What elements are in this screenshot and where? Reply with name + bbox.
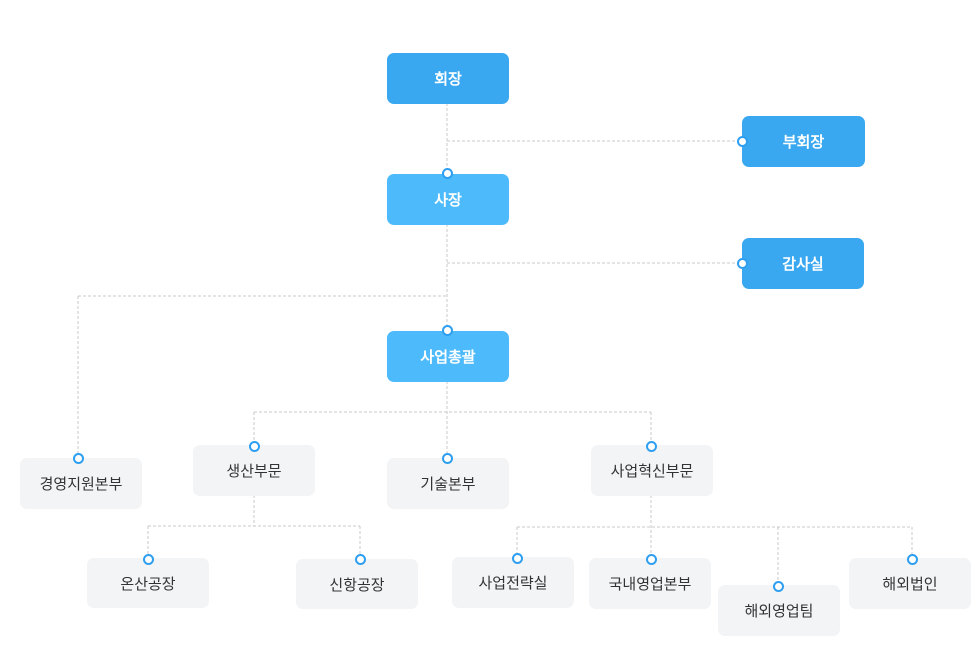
dot-overseas-sales: [773, 581, 784, 592]
node-sinhang-plant: 신항공장: [296, 559, 418, 609]
node-overseas-sales: 해외영업팀: [718, 585, 840, 636]
dot-onsan-plant: [143, 554, 154, 565]
dot-strategy-office: [512, 553, 523, 564]
dot-technology: [442, 453, 453, 464]
dot-audit-office: [737, 258, 748, 269]
dot-business-general: [442, 325, 453, 336]
node-domestic-sales: 국내영업본부: [589, 558, 711, 609]
node-onsan-plant: 온산공장: [87, 558, 209, 608]
node-strategy-office: 사업전략실: [452, 557, 574, 608]
dot-overseas-corp: [907, 554, 918, 565]
dot-vice-chairman: [737, 136, 748, 147]
node-technology: 기술본부: [387, 458, 509, 509]
dot-innovation: [646, 441, 657, 452]
node-chairman: 회장: [387, 53, 509, 104]
node-innovation: 사업혁신부문: [591, 445, 713, 496]
node-management-support: 경영지원본부: [20, 458, 142, 509]
dot-president: [442, 168, 453, 179]
dot-production: [249, 441, 260, 452]
node-business-general: 사업총괄: [387, 331, 509, 382]
node-audit-office: 감사실: [742, 238, 864, 289]
dot-sinhang-plant: [355, 554, 366, 565]
node-president: 사장: [387, 174, 509, 225]
node-overseas-corp: 해외법인: [849, 558, 971, 609]
dot-management-support: [73, 453, 84, 464]
node-production: 생산부문: [193, 445, 315, 496]
dot-domestic-sales: [646, 554, 657, 565]
node-vice-chairman: 부회장: [742, 116, 865, 167]
